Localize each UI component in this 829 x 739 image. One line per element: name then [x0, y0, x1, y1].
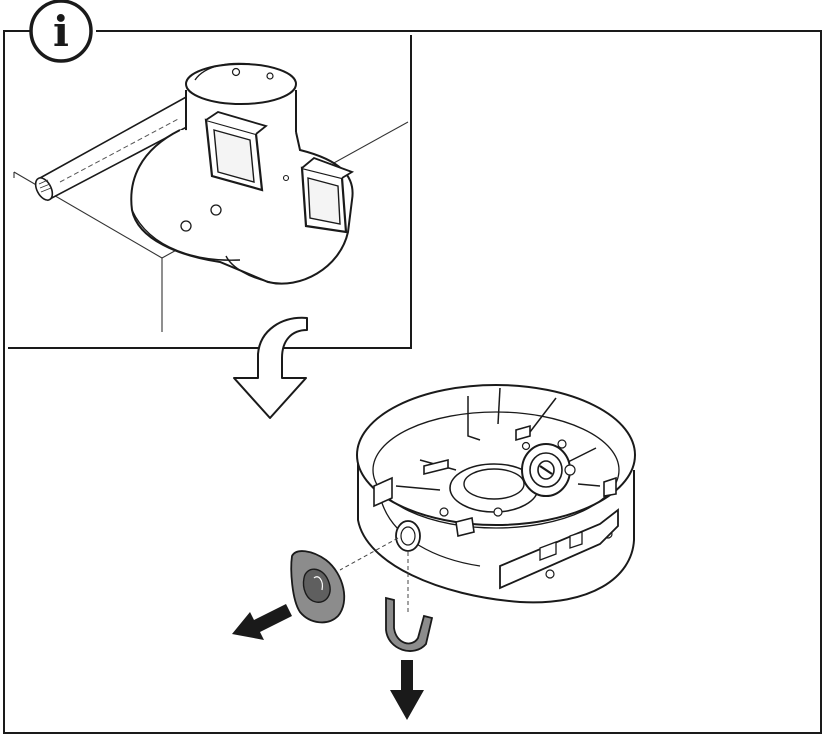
inset-border [8, 35, 412, 349]
grommet-seal [290, 550, 346, 624]
swivel-knob [521, 443, 571, 497]
arrow-down-icon [390, 660, 424, 720]
u-clip [385, 596, 434, 652]
arrow-down-left-icon [232, 604, 292, 640]
mounting-base [356, 384, 636, 604]
info-badge: i [29, 0, 93, 63]
hollow-curved-down-arrow-icon [233, 316, 308, 419]
context-inset-panel [8, 35, 412, 349]
info-icon [29, 0, 93, 63]
info-glyph: i [53, 7, 69, 56]
pendant-pipe [34, 94, 202, 202]
guide-lines [339, 537, 409, 614]
outer-frame [3, 30, 822, 734]
camera-housing [130, 62, 355, 285]
